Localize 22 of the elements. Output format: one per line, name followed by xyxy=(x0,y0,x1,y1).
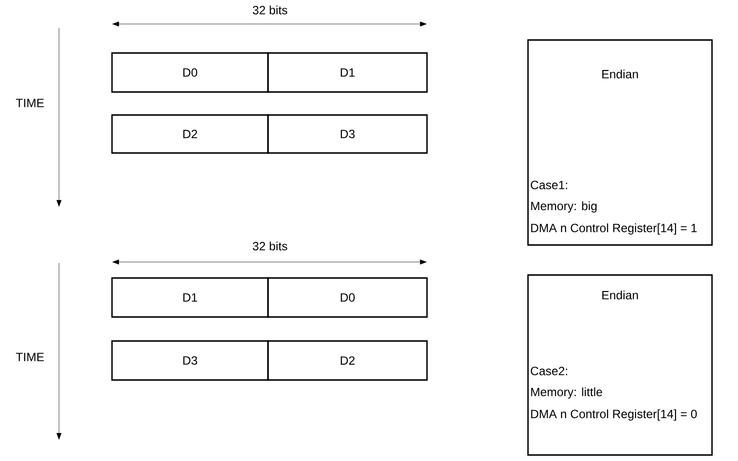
data-cell: D3 xyxy=(267,114,428,154)
data-cell: D3 xyxy=(111,340,269,381)
axis-label: 32 bits xyxy=(251,240,289,252)
data-cell: D0 xyxy=(111,52,269,93)
box-title: Endian xyxy=(602,70,638,78)
data-cell: D1 xyxy=(111,277,269,318)
data-cell: D0 xyxy=(267,277,428,318)
axis-label: TIME xyxy=(14,352,46,362)
data-cell: D2 xyxy=(267,340,428,381)
info-box xyxy=(527,39,713,246)
setting-text: DMA n Control Register[14] = 0 xyxy=(531,409,697,421)
data-cell: D2 xyxy=(111,114,269,154)
axis-label: TIME xyxy=(14,98,46,108)
data-cell: D1 xyxy=(267,52,428,93)
axis-label: 32 bits xyxy=(251,4,289,16)
setting-text: DMA n Control Register[14] = 1 xyxy=(531,223,697,235)
info-box xyxy=(527,274,713,456)
setting-text: Memory: big xyxy=(531,201,597,213)
setting-text: Case2: xyxy=(530,366,568,376)
setting-text: Case1: xyxy=(530,180,568,190)
box-title: Endian xyxy=(602,290,638,300)
setting-text: Memory: little xyxy=(531,387,602,399)
